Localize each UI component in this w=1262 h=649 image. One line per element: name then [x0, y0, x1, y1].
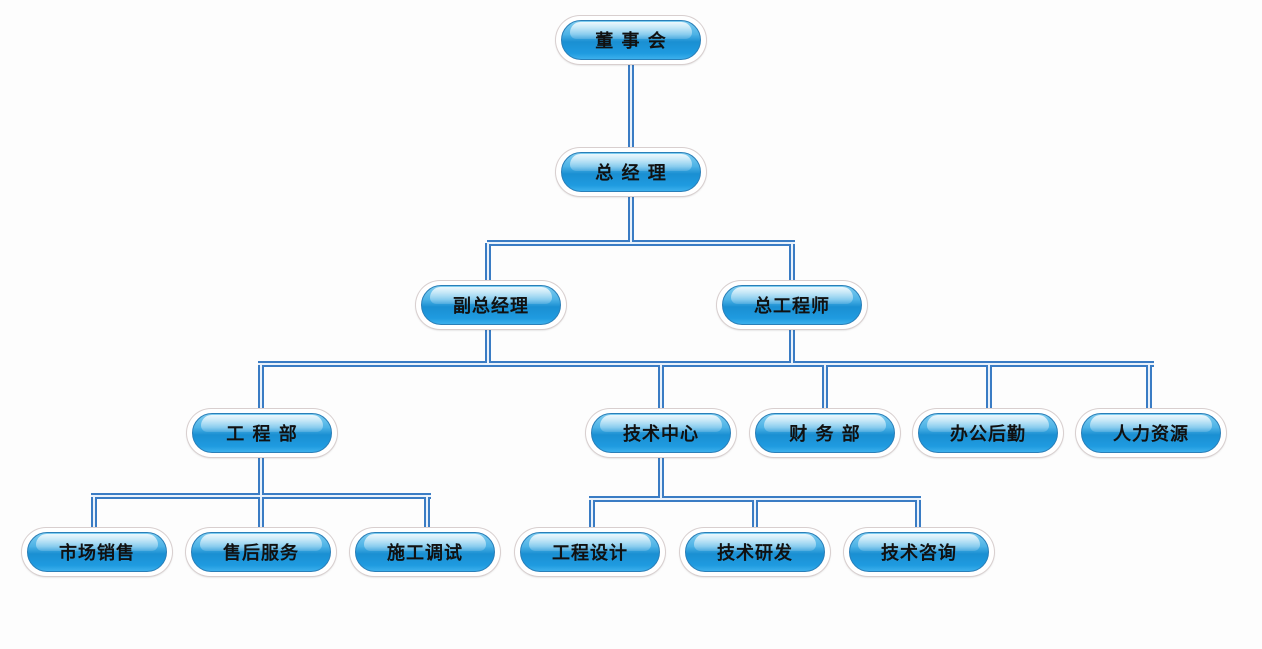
node-label: 技术研发 [717, 543, 793, 564]
node-label: 施工调试 [387, 543, 463, 564]
node-label: 技术咨询 [881, 543, 957, 564]
node-label: 售后服务 [223, 543, 299, 564]
node-office-logistics: 办公后勤 [913, 409, 1063, 457]
node-tech-center: 技术中心 [586, 409, 736, 457]
node-label: 总 经 理 [595, 163, 667, 184]
node-finance-dept: 财 务 部 [750, 409, 900, 457]
node-label: 市场销售 [59, 543, 135, 564]
node-label: 技术中心 [623, 424, 699, 445]
node-tech-rd: 技术研发 [680, 528, 830, 576]
node-label: 副总经理 [453, 296, 529, 317]
node-engineering-dept: 工 程 部 [187, 409, 337, 457]
node-label: 工 程 部 [226, 424, 298, 445]
node-engineering-design: 工程设计 [515, 528, 665, 576]
node-general-manager: 总 经 理 [556, 148, 706, 196]
node-label: 人力资源 [1113, 424, 1189, 445]
node-label: 财 务 部 [789, 424, 861, 445]
node-label: 办公后勤 [950, 424, 1026, 445]
node-board: 董 事 会 [556, 16, 706, 64]
node-sales: 市场销售 [22, 528, 172, 576]
node-chief-engineer: 总工程师 [717, 281, 867, 329]
node-human-resources: 人力资源 [1076, 409, 1226, 457]
node-tech-consulting: 技术咨询 [844, 528, 994, 576]
node-label: 董 事 会 [595, 31, 667, 52]
node-construction: 施工调试 [350, 528, 500, 576]
node-label: 总工程师 [754, 296, 830, 317]
node-after-sales: 售后服务 [186, 528, 336, 576]
node-deputy-general-manager: 副总经理 [416, 281, 566, 329]
node-label: 工程设计 [552, 543, 628, 564]
